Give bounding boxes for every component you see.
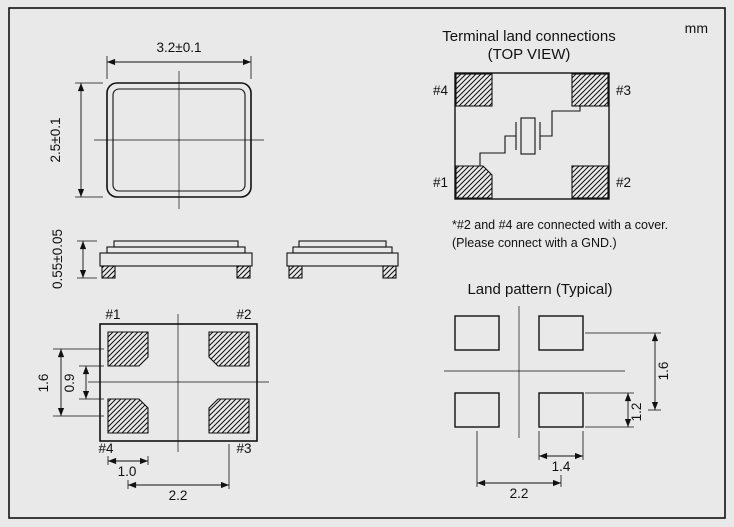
side-view2-lid xyxy=(298,240,387,248)
top-view: 3.2±0.1 2.5±0.1 xyxy=(48,40,264,209)
page-border xyxy=(8,7,726,519)
terminal-pad-label-2: #2 xyxy=(616,175,631,190)
package-outline xyxy=(106,82,252,198)
pad-4 xyxy=(107,398,149,434)
land-pad-br xyxy=(538,392,584,428)
pad-label-3: #3 xyxy=(236,441,251,456)
side-view2-base xyxy=(286,252,399,267)
dim-land-pitch-v: 1.6 xyxy=(656,362,671,381)
terminal-pad-4 xyxy=(455,73,493,107)
terminal-pad-label-1: #1 xyxy=(433,175,448,190)
dim-pad-gap-v: 0.9 xyxy=(62,374,77,393)
crystal-wire-right xyxy=(540,106,581,137)
side-view-height-dim: 0.55±0.05 xyxy=(50,229,65,289)
top-view-height-dim: 2.5±0.1 xyxy=(48,118,63,163)
land-pad-bl xyxy=(454,392,500,428)
top-view-width-dim: 3.2±0.1 xyxy=(157,40,202,55)
terminal-note-line2: (Please connect with a GND.) xyxy=(452,236,617,250)
bottom-view: #1 #2 #4 #3 1.6 0.9 1.0 2.2 xyxy=(36,307,269,503)
pad-1 xyxy=(107,331,149,367)
side-view2-body xyxy=(292,246,393,254)
side-views: 0.55±0.05 xyxy=(50,229,399,289)
side-view-body xyxy=(106,246,246,254)
terminal-pad-label-3: #3 xyxy=(616,83,631,98)
bottom-outline xyxy=(99,323,258,442)
side-view-terminal xyxy=(101,265,116,279)
unit-label: mm xyxy=(685,20,708,36)
land-pad-tr xyxy=(538,315,584,351)
terminal-land-outline xyxy=(454,72,610,200)
terminal-note-line1: *#2 and #4 are connected with a cover. xyxy=(452,218,668,232)
side-view-lid xyxy=(113,240,239,248)
terminal-land-title: Terminal land connections xyxy=(442,28,615,45)
pad-2 xyxy=(208,331,250,367)
dim-land-pitch-h: 2.2 xyxy=(510,486,529,501)
side-view-terminal xyxy=(236,265,251,279)
crystal-wire-left xyxy=(479,135,516,166)
package-inner-outline xyxy=(112,88,246,192)
land-pattern-title: Land pattern (Typical) xyxy=(467,281,612,298)
terminal-pad-3 xyxy=(571,73,609,107)
terminal-pad-label-4: #4 xyxy=(433,83,449,98)
dim-land-height: 1.2 xyxy=(629,403,644,422)
side-view2-terminal xyxy=(382,265,397,279)
pad-label-4: #4 xyxy=(98,441,114,456)
pad-label-1: #1 xyxy=(105,307,120,322)
pad-label-2: #2 xyxy=(236,307,251,322)
side-view-base xyxy=(99,252,253,267)
terminal-land-subtitle: (TOP VIEW) xyxy=(488,46,571,63)
terminal-land-connections: Terminal land connections (TOP VIEW) #4 … xyxy=(433,28,668,250)
land-pattern: Land pattern (Typical) 1.2 1.6 1.4 2.2 xyxy=(444,281,671,501)
land-pad-tl xyxy=(454,315,500,351)
dim-land-width: 1.4 xyxy=(552,459,571,474)
side-view2-terminal xyxy=(288,265,303,279)
terminal-pad-1 xyxy=(455,165,493,199)
dim-pad-pitch-h: 2.2 xyxy=(169,488,188,503)
dim-pad-pitch-v: 1.6 xyxy=(36,374,51,393)
pad-3 xyxy=(208,398,250,434)
dim-pad-width: 1.0 xyxy=(118,464,137,479)
terminal-pad-2 xyxy=(571,165,609,199)
crystal-element xyxy=(520,117,536,155)
